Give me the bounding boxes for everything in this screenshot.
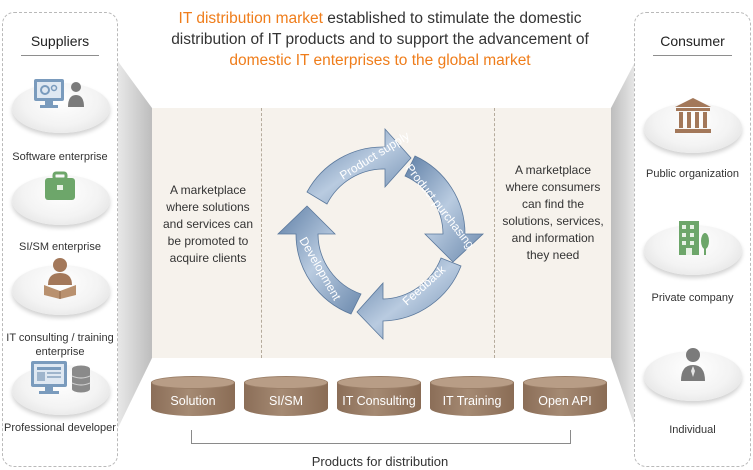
government-building-icon bbox=[635, 95, 750, 137]
person-icon bbox=[635, 345, 750, 385]
consumer-label: Individual bbox=[669, 424, 716, 436]
suppliers-title: Suppliers bbox=[3, 33, 117, 56]
suppliers-panel: Suppliers Software enterprise bbox=[2, 12, 118, 467]
supplier-label: IT consulting / training enterprise bbox=[6, 332, 114, 358]
divider-right bbox=[494, 108, 495, 358]
software-monitor-person-icon bbox=[3, 73, 117, 121]
consumer-label: Private company bbox=[651, 292, 734, 304]
arrow-feedback bbox=[356, 257, 462, 340]
product-label: Open API bbox=[538, 394, 592, 408]
headline-text: established to stimulate the domestic di… bbox=[171, 10, 589, 48]
divider-left bbox=[261, 108, 262, 358]
products-row: Solution SI/SM IT Consulting IT Training… bbox=[150, 376, 610, 424]
product-label: IT Consulting bbox=[342, 394, 416, 408]
product-it-consulting: IT Consulting bbox=[337, 376, 421, 422]
icon-disc bbox=[644, 103, 742, 153]
consumer-title: Consumer bbox=[635, 33, 750, 56]
right-fan bbox=[611, 60, 636, 430]
supplier-label: Professional developer bbox=[4, 422, 116, 434]
headline-highlight-1: IT distribution market bbox=[178, 10, 323, 27]
cycle-arrows bbox=[277, 127, 485, 340]
product-open-api: Open API bbox=[523, 376, 607, 422]
product-label: IT Training bbox=[442, 394, 502, 408]
consumer-marketplace-text: A marketplace where consumers can find t… bbox=[502, 163, 604, 262]
product-label: Solution bbox=[170, 394, 216, 408]
product-solution: Solution bbox=[151, 376, 235, 422]
teacher-book-icon bbox=[3, 255, 117, 301]
distribution-cycle: Product supply Product purchasing Feedba… bbox=[277, 127, 485, 340]
consumer-panel: Consumer Public organization bbox=[634, 12, 751, 467]
office-building-icon bbox=[635, 215, 750, 259]
monitor-database-icon bbox=[3, 355, 117, 401]
headline-highlight-2: domestic IT enterprises to the global ma… bbox=[229, 52, 531, 69]
briefcase-icon bbox=[3, 167, 117, 207]
headline: IT distribution market established to st… bbox=[150, 8, 610, 71]
product-si-sm: SI/SM bbox=[244, 376, 328, 422]
arrow-product-supply bbox=[306, 127, 412, 205]
consumer-label: Public organization bbox=[646, 168, 739, 180]
supplier-marketplace-text: A marketplace where solutions and servic… bbox=[162, 183, 254, 265]
supplier-label: SI/SM enterprise bbox=[19, 241, 101, 253]
products-caption: Products for distribution bbox=[311, 454, 449, 469]
arrow-product-purchasing bbox=[404, 155, 485, 263]
left-fan bbox=[117, 60, 152, 430]
arrow-development bbox=[277, 205, 362, 315]
product-it-training: IT Training bbox=[430, 376, 514, 422]
products-bracket bbox=[191, 430, 571, 444]
supplier-label: Software enterprise bbox=[12, 151, 108, 163]
product-label: SI/SM bbox=[268, 394, 304, 408]
